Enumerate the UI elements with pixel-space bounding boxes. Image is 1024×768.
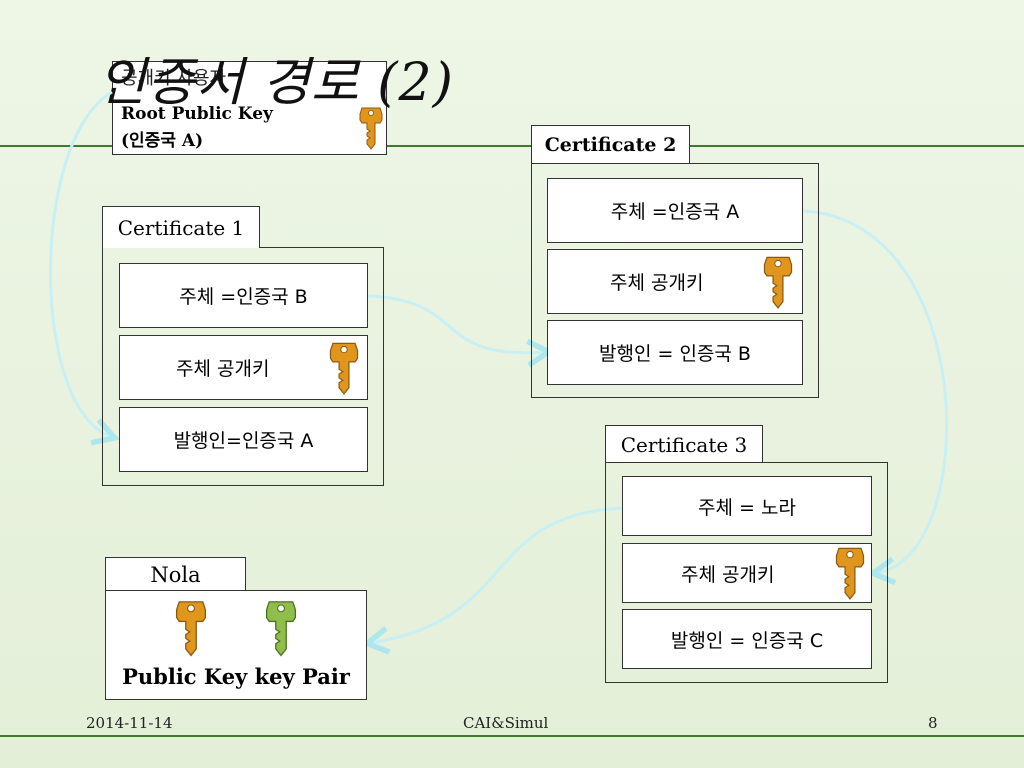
slide-title: 인증서 경로 (2) bbox=[98, 53, 454, 113]
connector-cert2-subject-to-cert3-key bbox=[802, 209, 949, 586]
certificate-2-box bbox=[531, 163, 819, 398]
root-user-label: 공개키 사용자 bbox=[121, 68, 227, 89]
cert2-subject-field: 주체 =인증국 A bbox=[547, 178, 803, 243]
cert1-public-key-field: 주체 공개키 bbox=[119, 335, 368, 400]
bottom-rule bbox=[0, 735, 1024, 737]
top-rule bbox=[0, 145, 1024, 147]
connector-cert3-subject-to-nola bbox=[361, 506, 623, 655]
cert1-issuer-field: 발행인=인증국 A bbox=[119, 407, 368, 472]
cert2-issuer-field: 발행인 = 인증국 B bbox=[547, 320, 803, 385]
footer-date: 2014-11-14 bbox=[86, 714, 173, 732]
cert1-subject-field: 주체 =인증국 B bbox=[119, 263, 368, 328]
cert2-key-icon bbox=[763, 256, 793, 309]
nola-box bbox=[105, 590, 367, 700]
root-public-key-line: Root Public Key bbox=[121, 104, 273, 124]
cert3-key-icon bbox=[835, 547, 865, 600]
cert1-key-icon bbox=[329, 342, 359, 395]
nola-key-pair-caption: Public Key key Pair bbox=[122, 664, 350, 689]
certificate-3-tab: Certificate 3 bbox=[605, 425, 763, 463]
cert2-public-key-field: 주체 공개키 bbox=[547, 249, 803, 314]
root-ca-line: (인증국 A) bbox=[121, 131, 204, 151]
connector-cert1-subject-to-cert2-issuer bbox=[367, 294, 555, 368]
certificate-1-tab: Certificate 1 bbox=[102, 206, 260, 248]
footer-page-number: 8 bbox=[928, 714, 938, 732]
certificate-3-box bbox=[605, 462, 888, 683]
cert3-issuer-field: 발행인 = 인증국 C bbox=[622, 609, 872, 669]
cert2-public-key-label: 주체 공개키 bbox=[610, 272, 704, 294]
footer-center-text: CAI&Simul bbox=[463, 714, 549, 732]
nola-private-key-icon bbox=[265, 601, 297, 657]
nola-tab: Nola bbox=[105, 557, 246, 591]
certificate-2-tab: Certificate 2 bbox=[531, 125, 690, 163]
connector-root-to-cert1-issuer bbox=[49, 90, 121, 446]
root-key-icon bbox=[359, 107, 383, 150]
cert1-public-key-label: 주체 공개키 bbox=[176, 358, 270, 380]
cert3-public-key-field: 주체 공개키 bbox=[622, 543, 872, 603]
root-public-key-box: 공개키 사용자 Root Public Key (인증국 A) bbox=[112, 61, 387, 155]
cert3-public-key-label: 주체 공개키 bbox=[681, 563, 775, 586]
nola-public-key-icon bbox=[175, 601, 207, 657]
cert3-subject-field: 주체 = 노라 bbox=[622, 476, 872, 536]
